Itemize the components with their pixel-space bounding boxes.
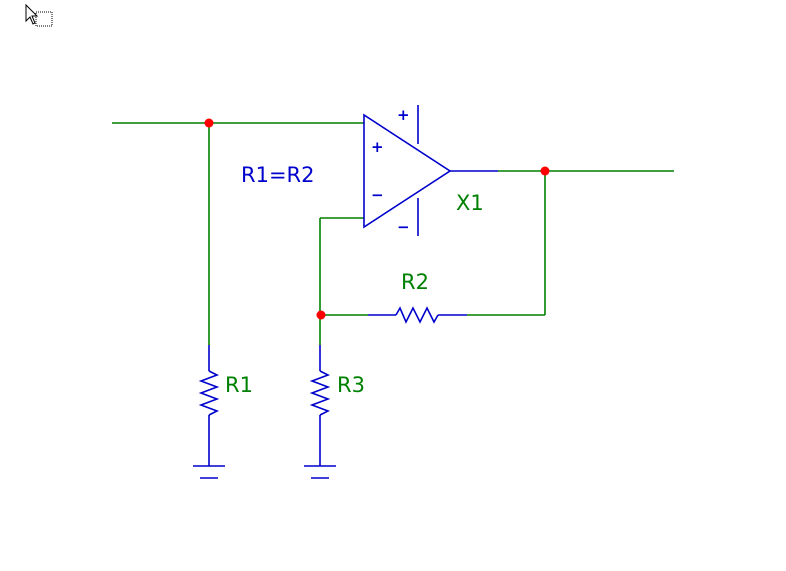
junction-input-node[interactable] (204, 118, 214, 128)
opamp-ref-label[interactable]: X1 (456, 191, 484, 215)
ground-r1-icon[interactable] (193, 465, 225, 479)
supply-minus-label: − (397, 218, 410, 236)
junction-output-node[interactable] (540, 166, 550, 176)
r2-label[interactable]: R2 (401, 270, 429, 294)
mouse-cursor-icon (25, 3, 53, 27)
resistor-r3[interactable] (309, 345, 331, 466)
r1-label[interactable]: R1 (225, 373, 253, 397)
wires (112, 122, 674, 345)
resistor-r2[interactable] (368, 306, 467, 324)
ground-r3-icon[interactable] (304, 465, 336, 479)
junction-inverting-node[interactable] (316, 310, 326, 320)
resistor-r1[interactable] (198, 345, 220, 466)
note-label[interactable]: R1=R2 (241, 163, 315, 187)
supply-plus-label: + (397, 106, 410, 124)
opamp-minus-input-label: − (371, 186, 384, 204)
opamp-plus-input-label: + (371, 138, 384, 156)
opamp-x1[interactable]: + − + − (363, 105, 498, 236)
r3-label[interactable]: R3 (337, 373, 365, 397)
